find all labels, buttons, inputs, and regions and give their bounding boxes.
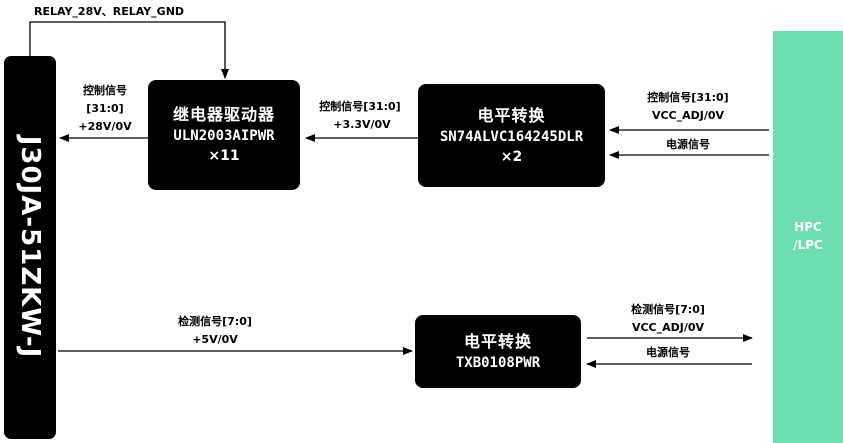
ctrl-shifter-input-level: VCC_ADJ/0V bbox=[651, 109, 725, 122]
relay-output-bus: [31:0] bbox=[86, 102, 124, 115]
relay-driver-block: 继电器驱动器 ULN2003AIPWR ×11 bbox=[148, 80, 300, 190]
ctrl-shifter-count: ×2 bbox=[500, 148, 523, 165]
ctrl-shifter-output-level: +3.3V/0V bbox=[333, 118, 391, 131]
ctrl-shifter-power-signal: 电源信号 bbox=[666, 138, 710, 151]
connector-label: J30JA-51ZKW-J bbox=[15, 135, 45, 359]
relay-driver-title: 继电器驱动器 bbox=[172, 105, 275, 124]
detect-shifter-part: TXB0108PWR bbox=[455, 354, 541, 371]
detect-output-signal: 检测信号[7:0] bbox=[631, 303, 705, 316]
relay-output-level: +28V/0V bbox=[78, 120, 132, 133]
relay-driver-part: ULN2003AIPWR bbox=[173, 128, 275, 144]
relay-power-label: RELAY_28V、RELAY_GND bbox=[34, 5, 185, 18]
ctrl-shifter-output-signal: 控制信号[31:0] bbox=[319, 100, 401, 113]
ctrl-level-shifter-block: 电平转换 SN74ALVC164245DLR ×2 bbox=[418, 84, 605, 187]
detect-input-signal: 检测信号[7:0] bbox=[178, 315, 252, 328]
ctrl-shifter-part: SN74ALVC164245DLR bbox=[439, 128, 584, 145]
host-label: HPC /LPC bbox=[793, 220, 823, 252]
detect-power-signal: 电源信号 bbox=[646, 346, 690, 359]
detect-shifter-title: 电平转换 bbox=[463, 331, 532, 351]
detect-input-level: +5V/0V bbox=[192, 333, 238, 346]
host-bar bbox=[773, 31, 843, 443]
relay-output-signal: 控制信号 bbox=[83, 84, 127, 97]
relay-power-wire bbox=[29, 21, 229, 79]
connector-block bbox=[4, 56, 56, 439]
relay-driver-count: ×11 bbox=[208, 148, 240, 164]
ctrl-shifter-input-signal: 控制信号[31:0] bbox=[647, 91, 729, 104]
detect-output-level: VCC_ADJ/0V bbox=[631, 321, 705, 334]
detect-level-shifter-block: 电平转换 TXB0108PWR bbox=[415, 315, 581, 388]
ctrl-shifter-title: 电平转换 bbox=[477, 105, 546, 125]
